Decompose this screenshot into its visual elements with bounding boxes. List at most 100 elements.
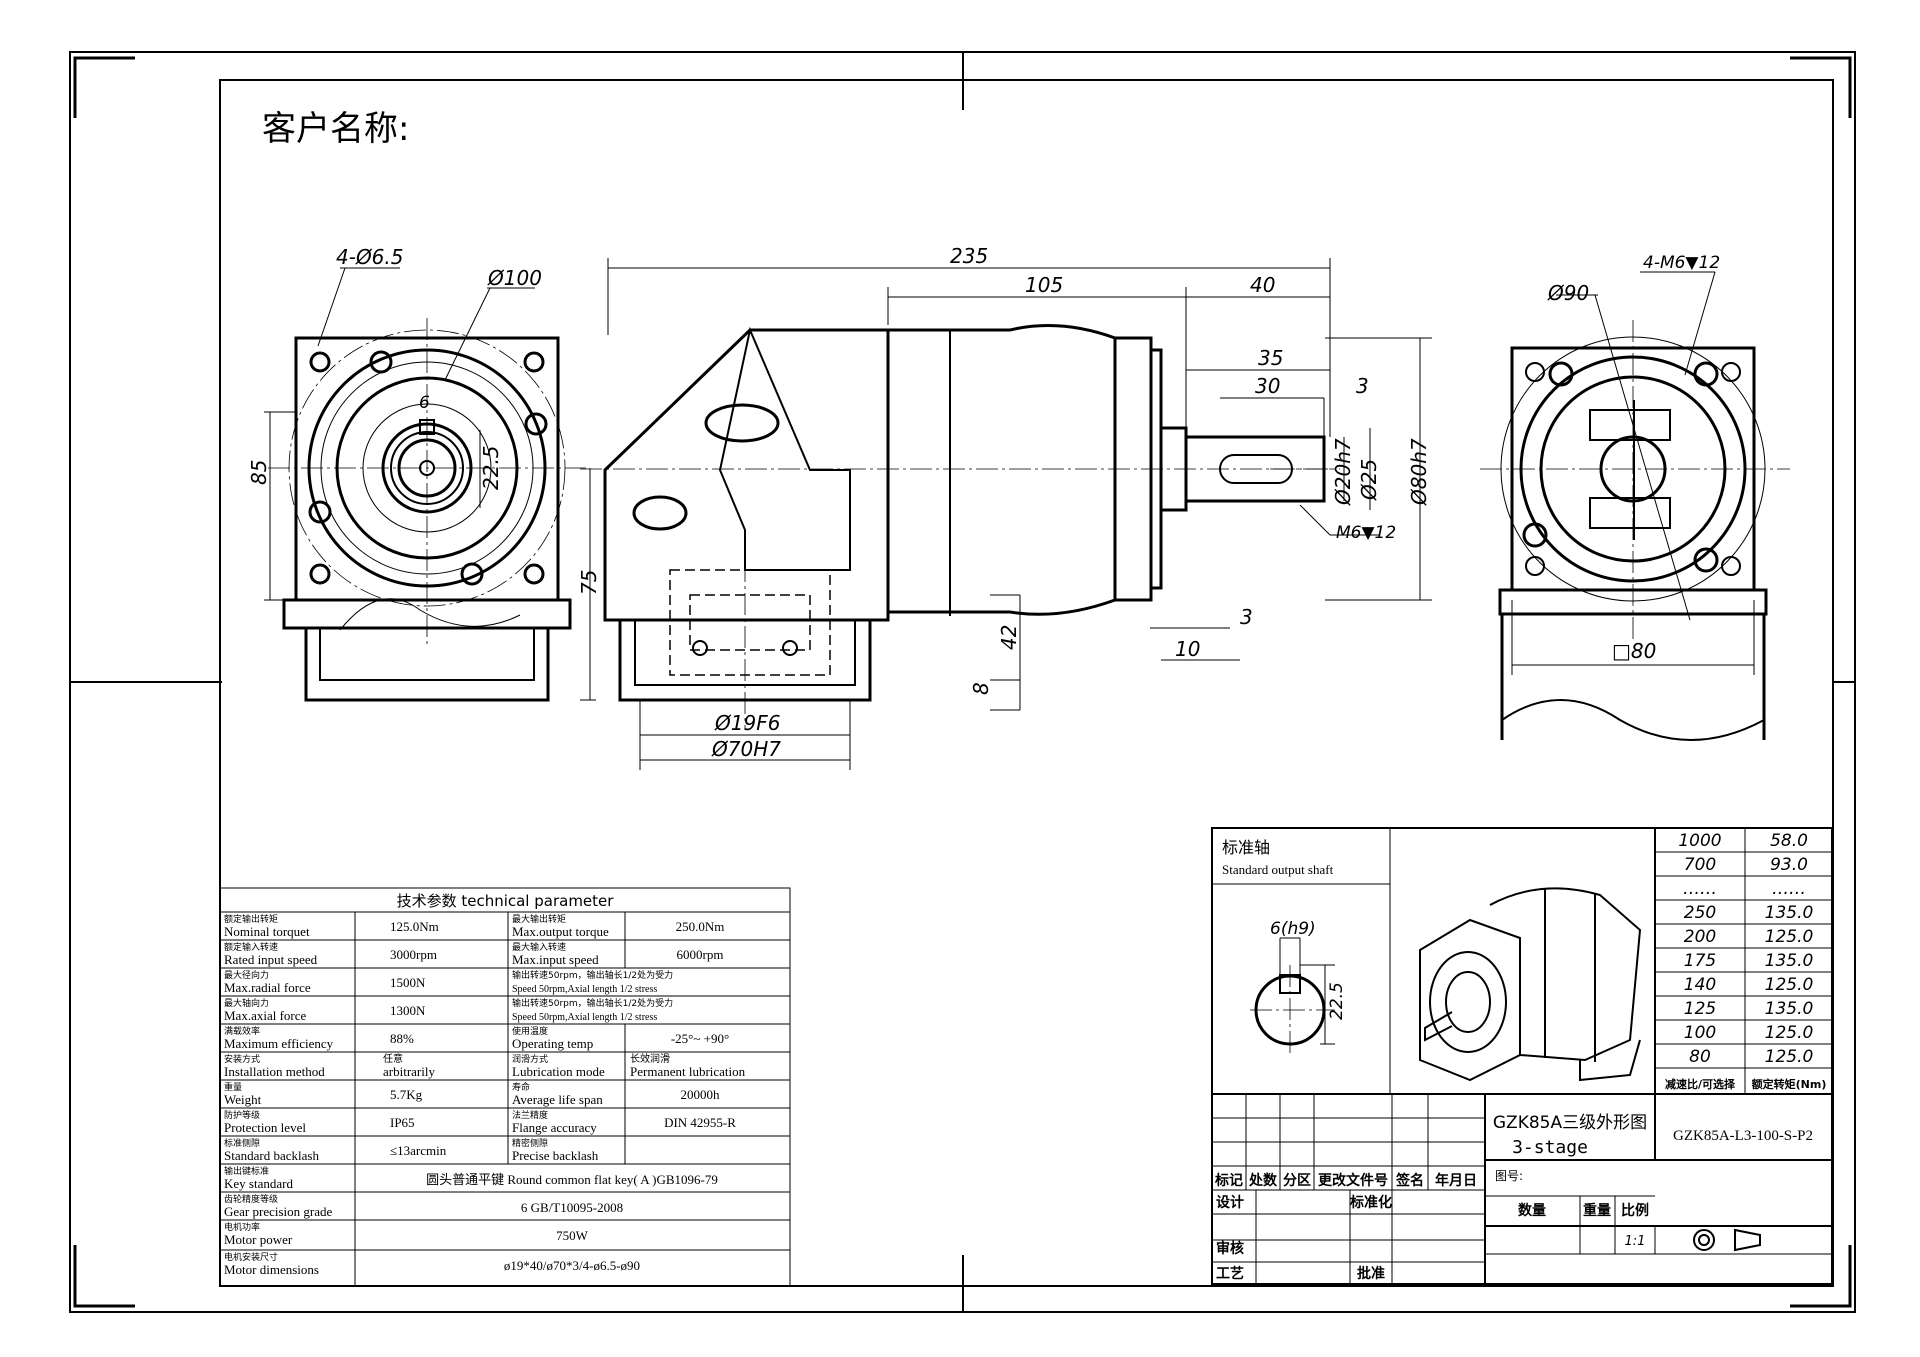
gearbox-thumbnail bbox=[1419, 887, 1642, 1082]
title-block-grid bbox=[1211, 827, 1833, 1285]
param-value: Permanent lubrication bbox=[630, 1064, 746, 1079]
shaft-title-en: Standard output shaft bbox=[1222, 862, 1334, 877]
param-label-cn: 使用温度 bbox=[512, 1025, 548, 1037]
param-label-en: Precise backlash bbox=[512, 1148, 599, 1163]
dim-len-40: 40 bbox=[1250, 273, 1275, 297]
param-value: 5.7Kg bbox=[390, 1087, 423, 1102]
param-label-cn: 法兰精度 bbox=[512, 1109, 548, 1121]
ratio-value: 140 bbox=[1684, 975, 1716, 995]
param-label-en: Weight bbox=[224, 1092, 262, 1107]
dim-len-30: 30 bbox=[1255, 374, 1280, 398]
torque-value: 125.0 bbox=[1765, 1047, 1814, 1067]
title-block: GZK85A三级外形图 3-stage GZK85A-L3-100-S-P2 图… bbox=[1214, 1113, 1813, 1282]
param-label-en: Lubrication mode bbox=[512, 1064, 605, 1079]
param-label-cn: 输出键标准 bbox=[224, 1165, 269, 1177]
param-value: ø19*40/ø70*3/4-ø6.5-ø90 bbox=[504, 1258, 640, 1273]
param-label-en: Installation method bbox=[224, 1064, 325, 1079]
torque-value: 125.0 bbox=[1765, 927, 1814, 947]
tech-table-grid bbox=[219, 887, 791, 1287]
param-label-cn: 齿轮精度等级 bbox=[224, 1193, 278, 1205]
scale-value: 1:1 bbox=[1625, 1234, 1646, 1249]
tech-table-title: 技术参数 technical parameter bbox=[397, 892, 615, 910]
param-label-cn: 满载效率 bbox=[224, 1025, 260, 1037]
dim-key-width-top: 6 bbox=[419, 393, 430, 413]
approve-label: 批准 bbox=[1357, 1265, 1385, 1282]
param-label-en: Flange accuracy bbox=[512, 1120, 597, 1135]
ratio-value: 250 bbox=[1684, 903, 1716, 923]
side-view bbox=[580, 258, 1432, 770]
centering-marks bbox=[70, 52, 1855, 1312]
param-label-en: Max.input speed bbox=[512, 952, 599, 967]
ratio-value: …… bbox=[1683, 879, 1717, 899]
dim-len-42: 42 bbox=[997, 625, 1021, 650]
param-value: ≤13arcmin bbox=[390, 1143, 447, 1158]
dim-dia-90: Ø90 bbox=[1547, 281, 1589, 305]
param-value: 88% bbox=[390, 1031, 414, 1046]
dim-pcd-front: Ø100 bbox=[487, 266, 542, 290]
dim-len-3a: 3 bbox=[1356, 374, 1369, 398]
dim-len-35: 35 bbox=[1258, 346, 1283, 370]
param-label-cn: 标准侧隙 bbox=[224, 1137, 260, 1149]
torque-value: …… bbox=[1772, 879, 1806, 899]
drawing-no-label: 图号: bbox=[1495, 1169, 1523, 1183]
dim-square-80: □80 bbox=[1612, 639, 1656, 663]
param-value: 3000rpm bbox=[390, 947, 437, 962]
param-label-en: Rated input speed bbox=[224, 952, 318, 967]
corner-marks bbox=[73, 56, 1852, 1308]
check-label: 审核 bbox=[1216, 1240, 1244, 1257]
param-label-cn: 润滑方式 bbox=[512, 1053, 548, 1065]
drawing-name-sub: 3-stage bbox=[1512, 1137, 1588, 1158]
design-label: 设计 bbox=[1216, 1194, 1244, 1211]
qty-label: 数量 bbox=[1518, 1202, 1546, 1219]
inner-frame bbox=[219, 79, 1834, 1287]
dim-shaft-22-5: 22.5 bbox=[479, 445, 503, 490]
param-value-cn: 任意 bbox=[383, 1052, 403, 1065]
param-label-en: Average life span bbox=[512, 1092, 603, 1107]
ratio-value: 700 bbox=[1684, 855, 1716, 875]
hdr-sign: 签名 bbox=[1395, 1172, 1424, 1189]
dim-height-85: 85 bbox=[247, 460, 271, 485]
front-view bbox=[264, 267, 596, 702]
param-label-en: Motor power bbox=[224, 1232, 293, 1247]
shaft-key-label: 6(h9) bbox=[1270, 919, 1316, 939]
dim-len-105: 105 bbox=[1025, 273, 1063, 297]
param-value: DIN 42955-R bbox=[664, 1115, 736, 1130]
param-label-cn: 额定输出转矩 bbox=[224, 913, 278, 925]
torque-value: 58.0 bbox=[1770, 831, 1808, 851]
param-label-cn: 最大输出转矩 bbox=[512, 913, 566, 925]
param-label-cn: 最大径向力 bbox=[224, 969, 269, 981]
rear-view bbox=[1480, 271, 1790, 741]
process-label: 工艺 bbox=[1216, 1265, 1244, 1282]
param-value: -25°~ +90° bbox=[671, 1031, 729, 1046]
dim-dia-70h7: Ø70H7 bbox=[711, 737, 781, 761]
customer-label: 客户名称: bbox=[262, 109, 409, 149]
param-value: 750W bbox=[556, 1228, 589, 1243]
param-label-cn: 电机功率 bbox=[224, 1221, 260, 1233]
dim-dia-19f6: Ø19F6 bbox=[714, 711, 780, 735]
dim-len-235: 235 bbox=[950, 244, 988, 268]
param-value: arbitrarily bbox=[383, 1064, 435, 1079]
param-label-cn: 重量 bbox=[224, 1081, 242, 1093]
dim-dia-80h7: Ø80h7 bbox=[1407, 438, 1431, 506]
param-value: 20000h bbox=[681, 1087, 721, 1102]
torque-header: 额定转矩(Nm) bbox=[1752, 1077, 1827, 1091]
param-label-en: Operating temp bbox=[512, 1036, 593, 1051]
param-value: 圆头普通平键 Round common flat key( A )GB1096-… bbox=[426, 1172, 718, 1187]
ratio-value: 1000 bbox=[1678, 831, 1721, 851]
ratio-value: 100 bbox=[1684, 1023, 1716, 1043]
param-label-cn: 最大轴向力 bbox=[224, 997, 269, 1009]
model-number: GZK85A-L3-100-S-P2 bbox=[1673, 1128, 1813, 1144]
param-label-cn: 输出转速50rpm，输出轴长1/2处为受力 bbox=[512, 997, 673, 1009]
param-label-en: Max.axial force bbox=[224, 1008, 307, 1023]
torque-value: 125.0 bbox=[1765, 975, 1814, 995]
dimension-labels: 4-Ø6.5 Ø100 6 22.5 85 75 235 105 40 35 3… bbox=[247, 244, 1720, 761]
dim-len-3b: 3 bbox=[1240, 605, 1253, 629]
dim-len-8: 8 bbox=[969, 682, 993, 695]
torque-value: 135.0 bbox=[1765, 999, 1814, 1019]
param-label-cn: 输出转速50rpm，输出轴长1/2处为受力 bbox=[512, 969, 673, 981]
param-label-en: Standard backlash bbox=[224, 1148, 319, 1163]
param-value: 6 GB/T10095-2008 bbox=[521, 1200, 623, 1215]
hdr-date: 年月日 bbox=[1435, 1172, 1477, 1189]
torque-value: 125.0 bbox=[1765, 1023, 1814, 1043]
